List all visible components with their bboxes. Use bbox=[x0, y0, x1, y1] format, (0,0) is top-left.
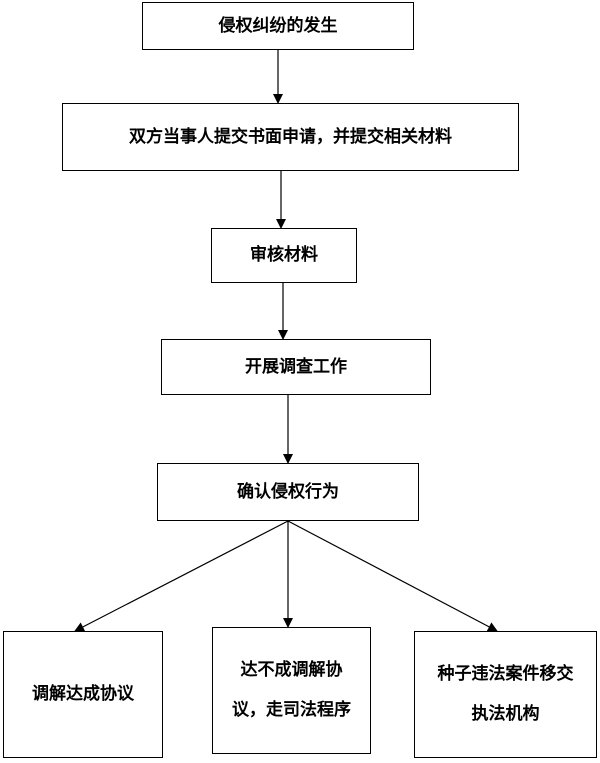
outcome-mediation-agreement: 调解达成协议 bbox=[3, 631, 163, 758]
outcome-transfer-case: 种子违法案件移交执法机构 bbox=[414, 631, 597, 758]
step-submit-application: 双方当事人提交书面申请，并提交相关材料 bbox=[62, 103, 519, 171]
step-submit-application-label: 双方当事人提交书面申请，并提交相关材料 bbox=[129, 126, 452, 147]
step-review-materials-label: 审核材料 bbox=[250, 245, 318, 266]
step-investigate: 开展调查工作 bbox=[161, 339, 431, 395]
arrow-confirm-to-transfer bbox=[287, 520, 498, 632]
outcome-judicial-procedure-label: 达不成调解协议，走司法程序 bbox=[232, 660, 351, 720]
step-review-materials: 审核材料 bbox=[211, 228, 357, 283]
step-investigate-label: 开展调查工作 bbox=[245, 356, 347, 377]
step-dispute-occurs: 侵权纠纷的发生 bbox=[142, 2, 414, 50]
step-confirm-infringement: 确认侵权行为 bbox=[157, 463, 419, 521]
outcome-mediation-agreement-label: 调解达成协议 bbox=[32, 684, 134, 705]
step-confirm-infringement-label: 确认侵权行为 bbox=[237, 481, 339, 502]
arrow-confirm-to-mediation bbox=[74, 520, 289, 632]
outcome-transfer-case-label: 种子违法案件移交执法机构 bbox=[437, 664, 574, 724]
outcome-judicial-procedure: 达不成调解协议，走司法程序 bbox=[212, 627, 371, 754]
step-dispute-occurs-label: 侵权纠纷的发生 bbox=[218, 15, 338, 36]
